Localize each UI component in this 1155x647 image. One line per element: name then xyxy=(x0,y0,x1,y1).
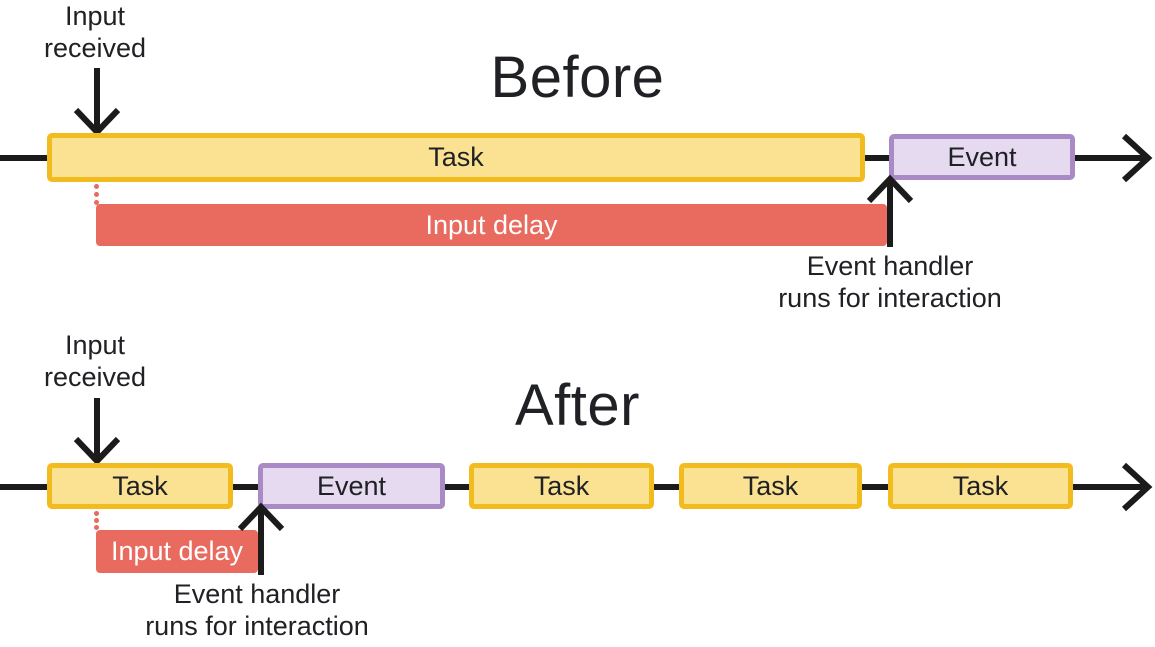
before-input-delay-connector xyxy=(94,184,99,205)
after-title: After xyxy=(515,373,640,438)
before-title: Before xyxy=(490,45,665,110)
after-task-label: Task xyxy=(533,470,590,501)
after-task-label: Task xyxy=(742,470,799,501)
after-task-label: Task xyxy=(112,470,168,501)
after-input-arrow-down-icon xyxy=(73,398,121,466)
before-input-arrow-down-icon xyxy=(73,68,121,137)
after-task-bar: Task xyxy=(47,463,233,509)
after-input-delay-label: Input delay xyxy=(110,536,244,566)
before-task-label: Task xyxy=(428,142,484,172)
after-event-bar: Event xyxy=(258,463,445,509)
before-input-received-label: Input received xyxy=(43,1,147,63)
after-task-bar: Task xyxy=(469,463,654,509)
before-event-label: Event xyxy=(947,141,1017,172)
after-task-bar: Task xyxy=(888,463,1073,509)
before-event-handler-label: Event handler runs for interaction xyxy=(778,251,1002,313)
after-task-label: Task xyxy=(952,470,1009,501)
before-event-handler-arrow-up-icon xyxy=(866,174,914,247)
after-input-received-label: Input received xyxy=(43,330,147,392)
after-event-label: Event xyxy=(316,470,387,501)
before-input-delay-bar: Input delay xyxy=(96,204,887,246)
after-event-handler-arrow-up-icon xyxy=(237,502,285,575)
after-event-handler-label: Event handler runs for interaction xyxy=(145,579,369,641)
before-event-bar: Event xyxy=(889,134,1075,180)
after-input-delay-connector xyxy=(94,511,99,530)
before-task-bar: Task xyxy=(47,133,865,182)
before-input-delay-label: Input delay xyxy=(425,209,558,240)
after-input-delay-bar: Input delay xyxy=(96,530,258,573)
after-task-bar: Task xyxy=(679,463,862,509)
